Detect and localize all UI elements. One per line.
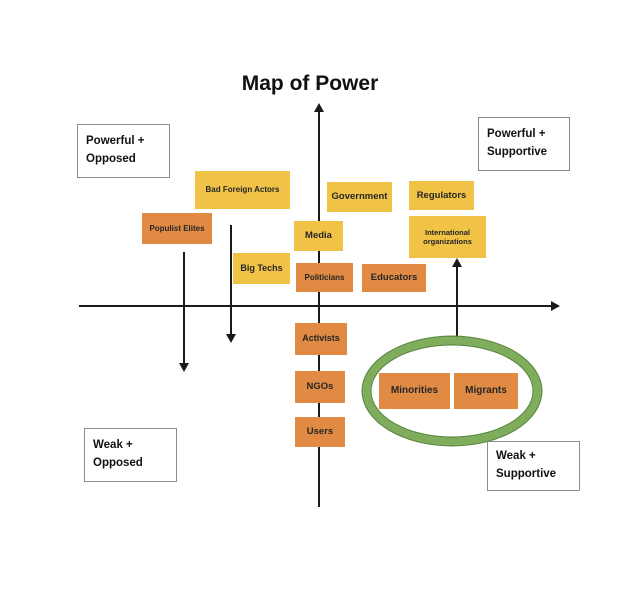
quadrant-label-line: Powerful + [487,128,546,141]
up-arrowhead-icon [452,258,462,267]
actor-box-regulators: Regulators [409,181,474,210]
vertical-power-axis [318,111,320,507]
horizontal-support-axis [79,305,552,307]
quadrant-label-line: Opposed [93,457,143,469]
actor-box-international-organizations: International organizations [409,216,486,258]
diagram-title: Map of Power [241,72,379,95]
quadrant-label-line: Opposed [86,153,136,165]
quadrant-label-line: Weak + [93,439,133,452]
actor-box-educators: Educators [362,264,426,292]
actor-box-ngos: NGOs [295,371,345,403]
down-arrowhead-icon [179,363,189,372]
minorities-up-arrow [456,266,458,338]
actor-box-politicians: Politicians [296,263,353,292]
quadrant-label-line: Weak + [496,450,536,463]
actor-box-activists: Activists [295,323,347,355]
actor-box-government: Government [327,182,392,212]
actor-box-minorities: Minorities [379,373,450,409]
actor-box-migrants: Migrants [454,373,518,409]
quadrant-label-line: Powerful + [86,135,145,148]
quadrant-label-weak-opposed: Weak + Opposed [84,428,177,482]
actor-box-populist-elites: Populist Elites [142,213,212,244]
populist-elites-down-arrow [183,252,185,364]
actor-box-big-techs: Big Techs [233,253,290,284]
down-arrowhead-icon [226,334,236,343]
right-arrowhead-icon [551,301,560,311]
actor-box-users: Users [295,417,345,447]
quadrant-label-powerful-opposed: Powerful + Opposed [77,124,170,178]
vulnerable-groups-ellipse [363,337,541,445]
big-techs-down-arrow [230,225,232,335]
actor-box-bad-foreign-actors: Bad Foreign Actors [195,171,290,209]
actor-box-media: Media [294,221,343,251]
up-arrowhead-icon [314,103,324,112]
quadrant-label-weak-supportive: Weak + Supportive [487,441,580,491]
quadrant-label-line: Supportive [487,146,548,158]
quadrant-label-line: Supportive [496,468,557,480]
quadrant-label-powerful-supportive: Powerful + Supportive [478,117,570,171]
